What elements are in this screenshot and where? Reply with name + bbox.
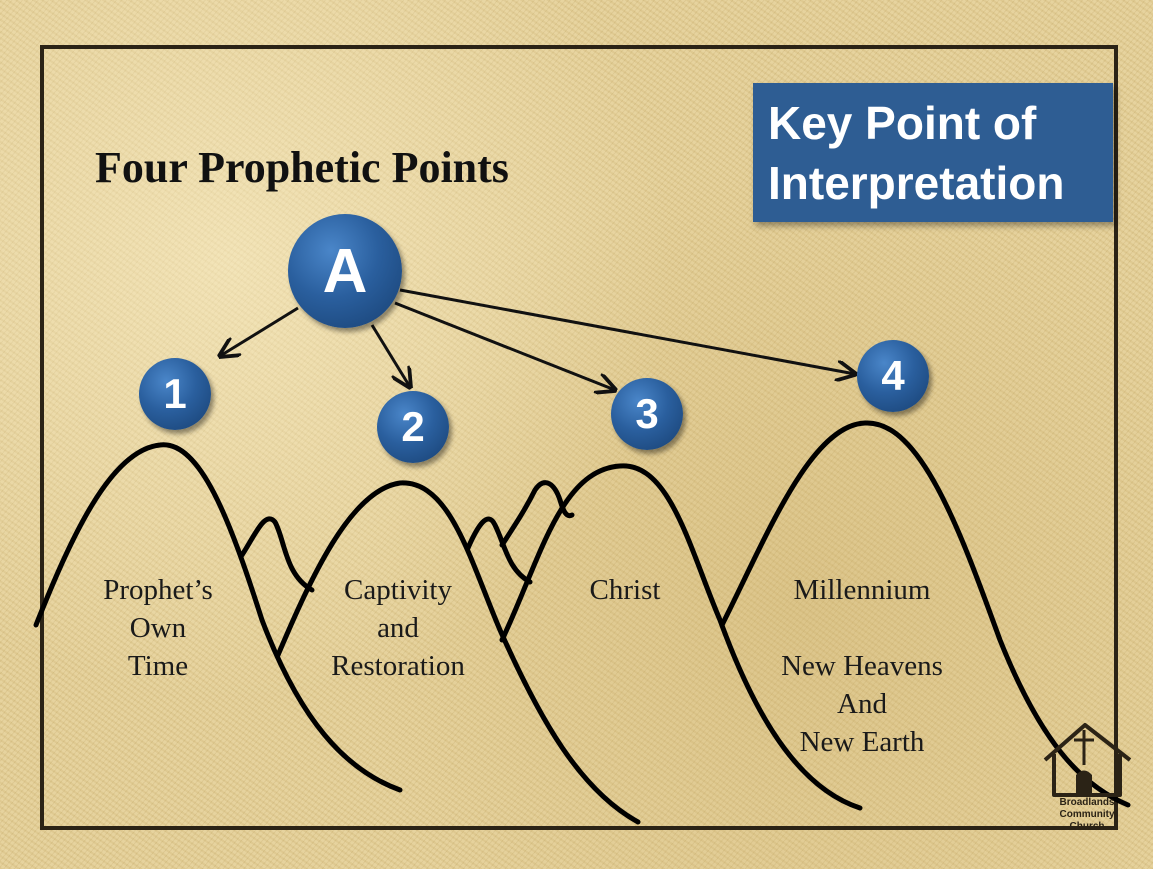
hill-2-3b: [499, 480, 575, 548]
label-point-2: Captivity and Restoration: [318, 571, 478, 685]
label-point-4: Millennium New Heavens And New Earth: [762, 571, 962, 761]
mountain-3: [499, 463, 863, 811]
label-line: New Heavens: [781, 650, 943, 682]
key-point-box: Key Point of Interpretation: [753, 83, 1113, 222]
label-line: New Earth: [799, 726, 925, 758]
label-line: and: [377, 612, 419, 644]
label-line: Christ: [589, 574, 661, 606]
arrow-to-2: [370, 324, 410, 387]
label-line: And: [837, 688, 887, 720]
logo-line: Community: [1059, 809, 1115, 820]
point-circle-3: 3: [611, 378, 683, 450]
slide-frame: [40, 45, 1118, 830]
label-point-3: Christ: [565, 571, 685, 609]
origin-circle: A: [288, 214, 402, 328]
point-number-3: 3: [635, 390, 659, 437]
point-circle-2: 2: [377, 391, 449, 463]
church-logo-text: Broadlands Community Church: [1046, 797, 1128, 833]
point-circle-4: 4: [857, 340, 929, 412]
logo-line: Church: [1069, 821, 1105, 832]
label-line: [762, 609, 962, 647]
label-line: Prophet’s: [103, 574, 213, 606]
label-line: Restoration: [331, 650, 465, 682]
hill-2-3: [465, 516, 533, 585]
arrow-to-1: [220, 306, 299, 356]
arrow-to-3: [394, 301, 615, 390]
point-number-2: 2: [401, 403, 425, 450]
point-circle-1: 1: [139, 358, 211, 430]
label-line: Millennium: [793, 574, 931, 606]
label-line: Captivity: [344, 574, 452, 606]
point-number-4: 4: [881, 352, 905, 399]
church-logo-icon: [1043, 723, 1132, 797]
label-line: Own: [129, 612, 187, 644]
origin-label: A: [322, 236, 368, 306]
mountain-1: [33, 442, 403, 793]
arrow-to-4: [399, 288, 855, 374]
slide-title: Four Prophetic Points: [95, 143, 509, 192]
key-box-line-1: Key Point of: [768, 97, 1037, 149]
mountain-4: [719, 420, 1131, 808]
label-point-1: Prophet’s Own Time: [88, 571, 228, 685]
mountain-2: [275, 480, 641, 825]
key-box-line-2: Interpretation: [768, 157, 1065, 209]
logo-line: Broadlands: [1059, 797, 1115, 808]
label-line: Time: [127, 650, 189, 682]
point-number-1: 1: [163, 370, 187, 417]
hill-1-2: [239, 516, 315, 593]
